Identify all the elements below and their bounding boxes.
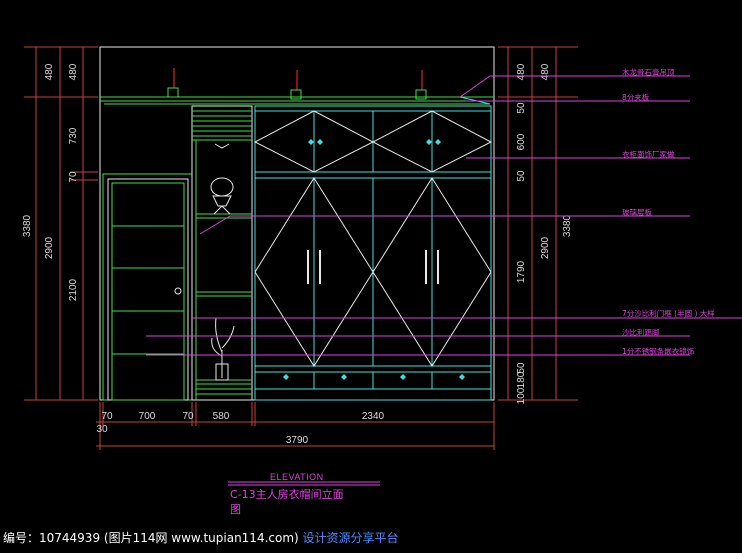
right-dim-inner-2: 50 [516,102,527,114]
right-dim-inner-5: 1790 [516,260,527,283]
left-dim-outer-total: 3380 [22,214,33,237]
right-dim-outer-2900: 2900 [540,236,551,259]
annotation-leaders [146,75,742,356]
left-dim-inner-3: 70 [68,171,79,183]
right-dim-outer-total: 3380 [562,214,573,237]
wardrobe [253,105,493,401]
right-dim-inner-8: 100 [516,387,527,404]
elevation-drawing: 480 3380 480 730 70 2900 2100 480 50 600… [22,46,742,516]
left-dim-inner-5: 2100 [68,278,79,301]
left-dim-inner-4: 2900 [44,236,55,259]
drawing-title-line1: C-13主人房衣帽间立面 [230,487,344,501]
bottom-dim-1: 70 [101,411,113,422]
elevation-outline [99,46,495,401]
left-dim-outer-top: 480 [44,63,55,80]
bottom-dim-2: 700 [139,411,156,422]
ceiling-lamp [167,68,179,98]
bottom-dim-4: 580 [213,411,230,422]
annotation-ceiling: 木龙骨石膏吊顶 [622,67,675,77]
drawing-title-line2: 图 [230,503,241,516]
right-dimension-lines [498,46,578,401]
annotation-door-frame: 7分沙比利门框 (半圆 ) 大样 [622,308,715,318]
shelf-unit [191,105,253,401]
left-dim-inner-1: 480 [68,63,79,80]
right-dim-inner-1: 480 [516,63,527,80]
bottom-dim-3: 70 [182,411,194,422]
right-dim-inner-3: 600 [516,133,527,150]
annotation-wardrobe-face: 衣柜面饰厂家做 [622,149,675,159]
right-dim-outer-top: 480 [540,63,551,80]
watermark-footer: 编号：10744939 (图片114网 www.tupian114.com) 设… [0,527,742,553]
left-dimension-lines [24,46,98,401]
ceiling-lamp [290,70,302,100]
bottom-dim-total: 3790 [286,435,309,446]
right-dim-inner-6: 50 [516,362,527,374]
vase-icon [210,143,234,215]
elevation-label: ELEVATION [270,472,324,482]
annotation-mirror-strip: 1分不锈钢条嵌衣镜饰 [622,346,695,356]
ceiling-lamp [415,70,427,100]
annotation-skirting: 沙比利踢脚 [622,327,660,337]
wardrobe-knobs [283,139,465,380]
bottom-dim-5: 2340 [362,411,385,422]
ceiling-cornice [100,96,494,105]
door-frame [102,173,193,401]
footer-id-text: 编号：10744939 (图片114网 www.tupian114.com) [3,531,299,545]
right-dim-inner-4: 50 [516,170,527,182]
right-dim-inner-7: 180 [516,371,527,388]
left-dim-inner-2: 730 [68,127,79,144]
annotation-plywood: 8分夹板 [622,92,650,102]
door-knob-icon [174,287,182,295]
bottom-dim-6: 30 [96,424,108,435]
footer-link[interactable]: 设计资源分享平台 [302,531,399,545]
annotation-glass-shelf: 玻璃层板 [622,207,652,217]
plant-icon [211,317,235,381]
bottom-dimension-lines [96,402,495,450]
